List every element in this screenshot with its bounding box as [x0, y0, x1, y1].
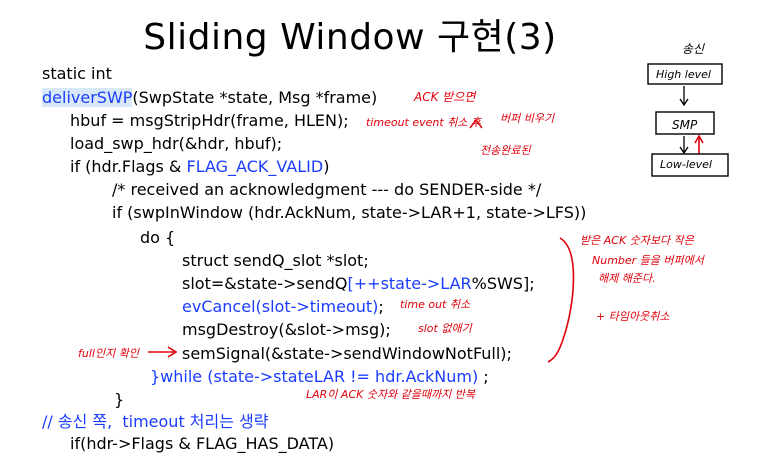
code-token: } — [114, 390, 125, 409]
code-line: if(hdr->Flags & FLAG_HAS_DATA) — [70, 434, 334, 454]
code-line: struct sendQ_slot *slot; — [182, 251, 369, 271]
note-right-1: 받은 ACK 숫자보다 작은 — [580, 234, 694, 247]
arrow-up-icon — [694, 134, 704, 144]
note-timeout-cancel: time out 취소 — [400, 298, 471, 311]
code-line: if (swpInWindow (hdr.AckNum, state->LAR+… — [112, 203, 586, 223]
code-token: if (swpInWindow (hdr.AckNum, state->LAR+… — [112, 203, 587, 222]
code-token: msgDestroy(&slot->msg); — [182, 320, 391, 339]
brace-mark — [547, 237, 575, 363]
code-token: }while (state->stateLAR != hdr.AckNum) — [150, 367, 479, 386]
code-token: ; — [378, 297, 384, 316]
code-line: semSignal(&state->sendWindowNotFull); — [182, 344, 512, 364]
code-line: // 송신 쪽, timeout 처리는 생략 — [42, 412, 269, 432]
note-right-4: + 타임아웃취소 — [596, 310, 670, 323]
diagram-swp-box — [655, 111, 715, 135]
code-token: if(hdr->Flags & FLAG_HAS_DATA) — [70, 434, 335, 453]
code-token: struct sendQ_slot *slot; — [182, 251, 369, 270]
code-token: deliverSWP — [42, 88, 133, 107]
code-line: } — [114, 390, 124, 410]
code-line: }while (state->stateLAR != hdr.AckNum) ; — [150, 367, 489, 387]
code-token: semSignal(&state->sendWindowNotFull); — [182, 344, 512, 363]
code-token: [++state->LAR — [347, 274, 472, 293]
code-token: evCancel(slot->timeout) — [182, 297, 379, 316]
diagram-low-level: Low-level — [660, 158, 712, 171]
arrow-right-icon — [167, 346, 178, 358]
code-token: /* received an acknowledgment --- do SEN… — [112, 180, 542, 199]
code-token: hbuf = msgStripHdr(frame, HLEN); — [70, 111, 349, 130]
note-right-2: Number 들을 버퍼에서 — [592, 254, 704, 267]
code-line: do { — [140, 228, 175, 248]
slide-title: Sliding Window 구현(3) — [143, 17, 557, 58]
code-token: if (hdr.Flags & — [70, 157, 187, 176]
diagram-swp: SMP — [672, 118, 698, 132]
code-token: ) — [323, 157, 330, 176]
code-line: load_swp_hdr(&hdr, hbuf); — [70, 134, 282, 154]
code-token: load_swp_hdr(&hdr, hbuf); — [70, 134, 283, 153]
code-line: /* received an acknowledgment --- do SEN… — [112, 180, 541, 200]
code-line: evCancel(slot->timeout); — [182, 297, 384, 317]
diagram-high-level: High level — [656, 68, 711, 81]
arrow-down-icon — [679, 98, 689, 107]
code-line: deliverSWP(SwpState *state, Msg *frame) — [42, 88, 377, 108]
code-token: (SwpState *state, Msg *frame) — [132, 88, 378, 107]
code-line: hbuf = msgStripHdr(frame, HLEN); — [70, 111, 349, 131]
code-line: if (hdr.Flags & FLAG_ACK_VALID) — [70, 157, 329, 177]
code-token: slot=&state->sendQ — [182, 274, 348, 293]
note-full-check: full인지 확인 — [78, 347, 139, 360]
diagram-low-level-box — [651, 153, 729, 177]
note-transfer-done: 전송완료된 — [480, 144, 531, 157]
code-token: // 송신 쪽, timeout 처리는 생략 — [42, 412, 269, 431]
note-right-3: 해제 해준다. — [598, 272, 656, 285]
note-slot-remove: slot 없애기 — [418, 322, 472, 335]
code-token: ; — [478, 367, 489, 386]
note-repeat-until: LAR이 ACK 숫자와 같을때까지 반복 — [306, 388, 476, 401]
note-ack-received: ACK 받으면 — [414, 90, 476, 104]
code-token: FLAG_ACK_VALID — [186, 157, 324, 176]
code-line: msgDestroy(&slot->msg); — [182, 320, 391, 340]
diagram-high-level-box — [647, 63, 723, 85]
note-timeout-event: timeout event 취소 후 — [366, 116, 482, 129]
code-token: do { — [140, 228, 176, 247]
code-token: %SWS]; — [471, 274, 535, 293]
code-line: slot=&state->sendQ[++state->LAR%SWS]; — [182, 274, 535, 294]
code-token: static int — [42, 64, 112, 83]
note-buffer-empty: 버퍼 비우기 — [500, 112, 555, 125]
diagram-send-label: 송신 — [682, 42, 705, 56]
code-line: static int — [42, 64, 112, 84]
